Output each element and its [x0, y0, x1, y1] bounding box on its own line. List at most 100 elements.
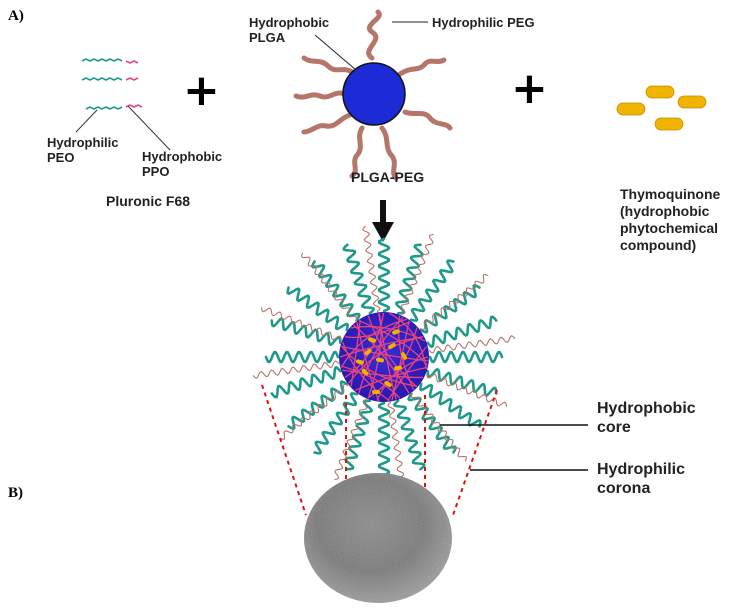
thymoquinone-graphic	[616, 85, 707, 131]
pluronic-chain-1-ppo	[125, 60, 139, 64]
core-drug-capsule	[388, 343, 396, 349]
corona-peo-chain	[419, 382, 482, 428]
pluronic-chain-3	[85, 106, 123, 110]
micelle-core-network	[339, 312, 429, 402]
corona-peo-chain	[394, 243, 424, 315]
plus-sign-2: +	[511, 63, 548, 114]
plga-peg-name: PLGA-PEG	[351, 169, 424, 185]
corona-peo-chain	[342, 243, 376, 315]
pluronic-chain-2-ppo	[125, 77, 139, 81]
plga-core	[342, 62, 406, 126]
core-ppo-strand	[387, 346, 428, 402]
core-drug-capsule	[394, 365, 402, 371]
pluronic-hydrophobic-label-2: PPO	[142, 164, 169, 179]
corona-peo-chain	[264, 350, 340, 364]
core-ppo-strand	[391, 320, 410, 401]
pluronic-name: Pluronic F68	[106, 193, 190, 209]
core-drug-capsule	[368, 337, 376, 343]
thymoquinone-label-3: phytochemical	[620, 220, 718, 236]
corona-peg-chain	[252, 360, 340, 379]
pluronic-f68-graphic	[75, 58, 171, 151]
corona-peo-chain	[426, 315, 498, 349]
drug-capsule-1	[645, 85, 675, 99]
thymoquinone-label-1: Thymoquinone	[620, 186, 721, 202]
corona-peg-chain	[400, 233, 434, 315]
plga-leader	[314, 34, 357, 71]
core-drug-capsule	[356, 359, 364, 365]
corona-peo-chain	[270, 317, 342, 347]
pluronic-hydrophobic-label-1: Hydrophobic	[142, 149, 222, 164]
corona-peo-chain	[377, 401, 391, 477]
core-ppo-strand	[388, 312, 427, 370]
guide-outer-right	[451, 389, 498, 519]
core-ppo-strand	[341, 345, 428, 362]
micelle-core-label-1: Hydrophobic	[597, 400, 696, 417]
corona-peo-chain	[313, 392, 359, 455]
corona-peg-chain	[428, 335, 516, 354]
micelle-encapsulated-drug	[356, 329, 407, 394]
pluronic-chain-2	[81, 77, 123, 81]
panel-label-b: B)	[8, 485, 23, 501]
core-drug-capsule	[401, 352, 407, 360]
core-drug-capsule	[392, 329, 400, 335]
corona-peo-chain	[409, 259, 455, 322]
core-drug-capsule	[376, 357, 384, 363]
corona-peg-chain	[334, 399, 368, 481]
micelle-graphic	[252, 225, 516, 489]
core-drug-capsule	[364, 348, 372, 356]
peg-chain-bottom-right	[379, 125, 399, 181]
core-ppo-strand	[344, 321, 411, 339]
corona-peo-chain	[286, 286, 349, 332]
panel-label-a: A)	[8, 8, 24, 24]
pluronic-ppo-leader	[127, 105, 171, 151]
plga-peg-graphic	[293, 9, 453, 181]
pluronic-chain-3-ppo	[125, 104, 143, 108]
core-drug-capsule	[361, 368, 369, 376]
plga-peg-hydrophobic-label-2: PLGA	[249, 30, 286, 45]
core-ppo-strand	[340, 318, 407, 368]
thymoquinone-label-2: (hydrophobic	[620, 203, 710, 219]
drug-capsule-2	[616, 102, 646, 116]
micelle-corona-label-2: corona	[597, 480, 650, 497]
corona-peo-chain	[270, 365, 342, 399]
thymoquinone-label-4: compound)	[620, 237, 696, 253]
core-ppo-strand	[378, 313, 397, 400]
peg-chain-upper-left	[301, 55, 355, 75]
peg-chain-lower-right	[402, 109, 453, 131]
pluronic-hydrophilic-label-1: Hydrophilic	[47, 135, 119, 150]
corona-peo-chain	[377, 237, 391, 313]
corona-peo-chain	[428, 350, 504, 364]
core-ppo-strand	[348, 335, 424, 384]
peg-chain-left	[293, 90, 348, 100]
core-drug-capsule	[384, 381, 392, 387]
peg-chain-bottom-left	[349, 125, 365, 179]
micelle-core-label-2: core	[597, 419, 631, 436]
guide-outer-left	[261, 384, 307, 516]
down-arrow-icon	[372, 200, 394, 242]
tem-micrograph	[304, 473, 452, 603]
corona-peg-chain	[419, 274, 489, 331]
core-ppo-strand	[397, 315, 415, 390]
peg-chain-lower-left	[301, 112, 353, 135]
pluronic-peo-leader	[75, 109, 98, 133]
drug-capsule-3	[677, 95, 707, 109]
plga-peg-hydrophobic-label-1: Hydrophobic	[249, 15, 329, 30]
pluronic-chain-1	[81, 58, 123, 62]
projection-guides	[261, 384, 498, 535]
corona-peo-chain	[392, 399, 426, 471]
corona-peg-chain	[301, 252, 358, 322]
corona-peg-chain	[387, 401, 406, 489]
corona-peg-chain	[362, 225, 381, 313]
corona-peg-chain	[260, 307, 342, 341]
core-drug-capsule	[372, 390, 380, 394]
corona-peg-chain	[279, 383, 349, 440]
corona-peo-chain	[344, 399, 374, 471]
peg-chain-upper-right	[397, 57, 447, 77]
corona-peo-chain	[426, 367, 498, 397]
peg-chain-top	[366, 9, 382, 61]
pluronic-hydrophilic-label-2: PEO	[47, 150, 74, 165]
drug-capsule-4	[654, 117, 684, 131]
core-ppo-strand	[342, 341, 390, 402]
plus-sign-1: +	[183, 65, 220, 116]
